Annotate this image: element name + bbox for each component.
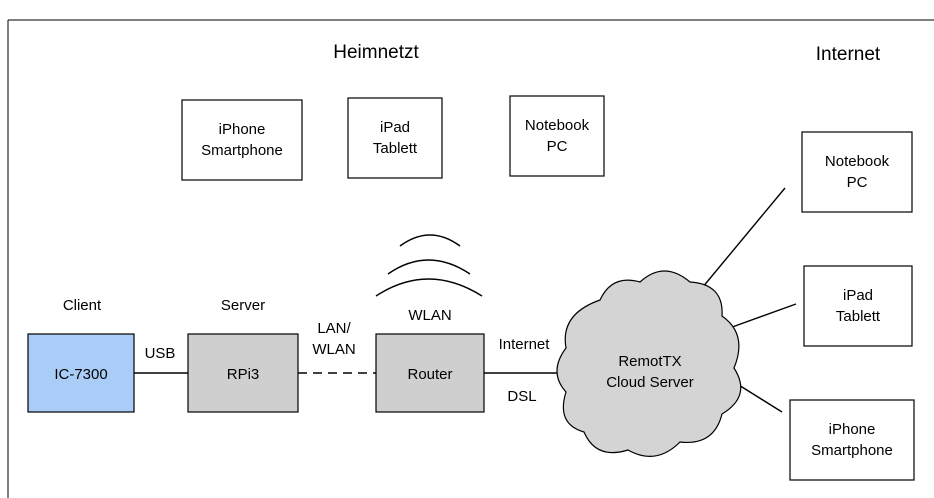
wifi-arc-small: [399, 234, 461, 247]
server-box-label: RPi3: [227, 366, 260, 383]
remote-device-ipad: iPad Tablett: [803, 265, 913, 347]
internet-link-label: Internet: [499, 336, 551, 353]
remote-device-iphone: iPhone Smartphone: [789, 399, 915, 481]
remote-device-notebook: Notebook PC: [801, 131, 913, 213]
home-device-ipad: iPad Tablett: [347, 97, 443, 179]
lan-wlan-label-line2: WLAN: [312, 341, 355, 358]
client-device: IC-7300: [27, 333, 135, 413]
remote-device-notebook-box: [801, 131, 913, 213]
remote-device-iphone-box: [789, 399, 915, 481]
remote-device-notebook-line2: PC: [847, 174, 868, 191]
remote-device-ipad-line2: Tablett: [836, 308, 881, 325]
home-device-ipad-line2: Tablett: [373, 140, 418, 157]
wlan-label: WLAN: [408, 307, 451, 324]
home-device-ipad-box: [347, 97, 443, 179]
home-device-iphone-line2: Smartphone: [201, 142, 283, 159]
router-box-label: Router: [407, 366, 452, 383]
wifi-signal-icon: [375, 234, 483, 297]
client-box-label: IC-7300: [54, 366, 107, 383]
home-device-notebook: Notebook PC: [509, 95, 605, 177]
lan-wlan-label-line1: LAN/: [317, 320, 351, 337]
home-device-iphone: iPhone Smartphone: [181, 99, 303, 181]
home-device-notebook-line1: Notebook: [525, 117, 590, 134]
remote-device-notebook-line1: Notebook: [825, 153, 890, 170]
cloud-shape-icon: [556, 270, 742, 457]
home-device-notebook-box: [509, 95, 605, 177]
router-device: Router: [375, 333, 485, 413]
home-device-ipad-line1: iPad: [380, 119, 410, 136]
home-device-iphone-line1: iPhone: [219, 121, 266, 138]
server-label: Server: [221, 297, 265, 314]
wifi-arc-large: [375, 278, 483, 297]
link-to-remote-iphone: [733, 381, 783, 413]
link-to-remote-ipad: [723, 303, 797, 331]
server-device: RPi3: [187, 333, 299, 413]
dsl-label: DSL: [507, 388, 536, 405]
remote-device-ipad-box: [803, 265, 913, 347]
cloud-label-line1: RemotTX: [618, 353, 681, 370]
remote-device-iphone-line1: iPhone: [829, 421, 876, 438]
server-box: [187, 333, 299, 413]
usb-label: USB: [145, 345, 176, 362]
home-device-notebook-line2: PC: [547, 138, 568, 155]
wifi-arc-medium: [387, 259, 471, 275]
client-box: [27, 333, 135, 413]
cloud-server: RemotTX Cloud Server: [556, 270, 742, 457]
internet-title: Internet: [816, 44, 881, 65]
router-box: [375, 333, 485, 413]
remote-device-ipad-line1: iPad: [843, 287, 873, 304]
client-label: Client: [63, 297, 102, 314]
home-network-title: Heimnetzt: [333, 42, 419, 63]
remote-device-iphone-line2: Smartphone: [811, 442, 893, 459]
home-device-iphone-box: [181, 99, 303, 181]
cloud-label-line2: Cloud Server: [606, 374, 694, 391]
link-to-remote-notebook: [696, 187, 786, 295]
